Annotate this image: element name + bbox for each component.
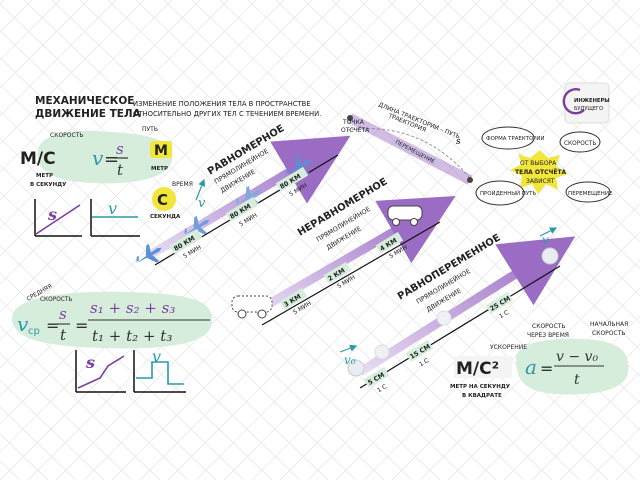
svg-text:=: = [540,359,553,378]
svg-text:v₀: v₀ [344,353,356,367]
ball-icon [541,247,559,265]
ball-icon [436,310,452,326]
airplane-icon [135,243,162,264]
svg-text:s: s [85,353,95,372]
meter-caption: МЕТР [151,166,168,172]
ball-icon [374,344,390,360]
bubble-center-1: ОТ ВЫБОРА [520,160,557,167]
svg-text:1 С: 1 С [418,357,430,368]
initial-speed-2: СКОРОСТЬ [592,330,625,337]
bubble-move: ПЕРЕМЕЩЕНИЕ [568,191,613,197]
svg-text:БУДУЩЕГО: БУДУЩЕГО [574,106,603,112]
reference-point-1: ТОЧКА [342,119,365,126]
acceleration-units-caption-1: МЕТР НА СЕКУНДУ [450,384,511,390]
svg-text:s: s [116,140,124,158]
bubble-form: ФОРМА ТРАЕКТОРИИ [486,136,545,142]
svg-text:v: v [92,146,104,170]
svg-text:s₁ + s₂ + s₃: s₁ + s₂ + s₃ [90,299,175,317]
acceleration-units-caption-2: В КВАДРАТЕ [462,393,502,399]
logo: ИНЖЕНЕРЫ БУДУЩЕГО [562,82,610,124]
uniform-segment-1: 80 КМ 5 МИН [169,228,203,260]
s-graph-avg: s [75,350,126,393]
acceleration-label: УСКОРЕНИЕ [490,344,527,351]
reference-point-2: ОТСЧЁТА [341,127,370,134]
path-label: ПУТЬ [142,126,158,133]
v-graph-avg: v [133,347,186,393]
svg-text:s: s [47,205,57,224]
svg-text:ср: ср [28,326,40,337]
page-title-line1: МЕХАНИЧЕСКОЕ [35,95,134,107]
nonuniform-motion: НЕРАВНОМЕРНОЕ ПРЯМОЛИНЕЙНОЕ ДВИЖЕНИЕ 3 К… [231,176,456,326]
car-icon [387,205,423,226]
move-label: ПЕРЕМЕЩЕНИЕ [394,139,436,165]
speed-through-2: ЧЕРЕЗ ВРЕМЯ [527,332,569,339]
bubble-center-2: ТЕЛА ОТСЧЁТА [515,169,567,176]
units-caption-1: МЕТР [36,173,53,179]
svg-text:t: t [574,372,580,388]
avg-speed-label-2: СКОРОСТЬ [40,297,72,303]
car-icon [231,295,273,319]
meter-letter: М [154,143,168,159]
speed-through-1: СКОРОСТЬ [532,323,565,330]
svg-text:t₁ + t₂ + t₃: t₁ + t₂ + t₃ [92,327,172,345]
svg-text:ИНЖЕНЕРЫ: ИНЖЕНЕРЫ [574,98,610,104]
svg-text:v: v [17,312,29,336]
page-title-line2: ДВИЖЕНИЕ ТЕЛА [35,108,142,120]
initial-speed-1: НАЧАЛЬНАЯ [590,321,628,328]
svg-text:a: a [525,355,537,379]
airplane-icon [183,215,210,236]
bubble-center-3: ЗАВИСЯТ [526,178,555,185]
svg-text:t: t [117,161,124,179]
svg-text:s: s [59,305,67,323]
svg-text:t: t [60,326,67,344]
s-graph: s [34,199,82,237]
svg-text:v − v₀: v − v₀ [556,349,598,365]
dependency-bubbles: ФОРМА ТРАЕКТОРИИ СКОРОСТЬ ОТ ВЫБОРА ТЕЛА… [475,126,613,206]
svg-text:1 С: 1 С [376,383,388,394]
accelerated-segment-3: 25 СМ 1 С [485,291,514,320]
svg-text:v: v [152,347,161,366]
svg-text:s: s [456,137,461,147]
svg-text:v: v [108,199,117,218]
svg-text:v: v [542,233,549,247]
ball-icon [347,359,365,377]
trajectory-diagram: ДЛИНА ТРАЕКТОРИИ – ПУТЬ s ТРАЕКТОРИЯ ТОЧ… [341,101,473,185]
svg-text:=: = [104,149,119,170]
bubble-speed: СКОРОСТЬ [564,141,596,147]
svg-text:v: v [198,196,206,211]
definition-line1: ИЗМЕНЕНИЕ ПОЛОЖЕНИЯ ТЕЛА В ПРОСТРАНСТВЕ [133,100,311,108]
speed-label: СКОРОСТЬ [50,132,83,139]
svg-text:=: = [46,316,59,335]
v-graph: v [90,199,140,237]
acceleration-formula: УСКОРЕНИЕ СКОРОСТЬ ЧЕРЕЗ ВРЕМЯ НАЧАЛЬНАЯ… [450,321,629,399]
time-label: ВРЕМЯ [172,181,193,188]
speed-formula-block: СКОРОСТЬ М/С МЕТР В СЕКУНДУ v = s t ПУТЬ… [20,126,193,220]
bubble-path: ПРОЙДЕННЫЙ ПУТЬ [480,190,536,197]
units-ms: М/С [20,149,56,169]
second-caption: СЕКУНДА [150,214,181,220]
definition-line2: ОТНОСИТЕЛЬНО ДРУГИХ ТЕЛ С ТЕЧЕНИЕМ ВРЕМЕ… [133,110,321,118]
acceleration-units: М/С² [456,359,499,379]
avg-speed-formula: СРЕДНЯЯ СКОРОСТЬ v ср = s t = s₁ + s₂ + … [12,283,213,349]
second-letter: С [157,191,168,209]
svg-text:1 С: 1 С [498,309,510,320]
units-caption-2: В СЕКУНДУ [30,182,67,188]
svg-text:=: = [75,316,88,335]
